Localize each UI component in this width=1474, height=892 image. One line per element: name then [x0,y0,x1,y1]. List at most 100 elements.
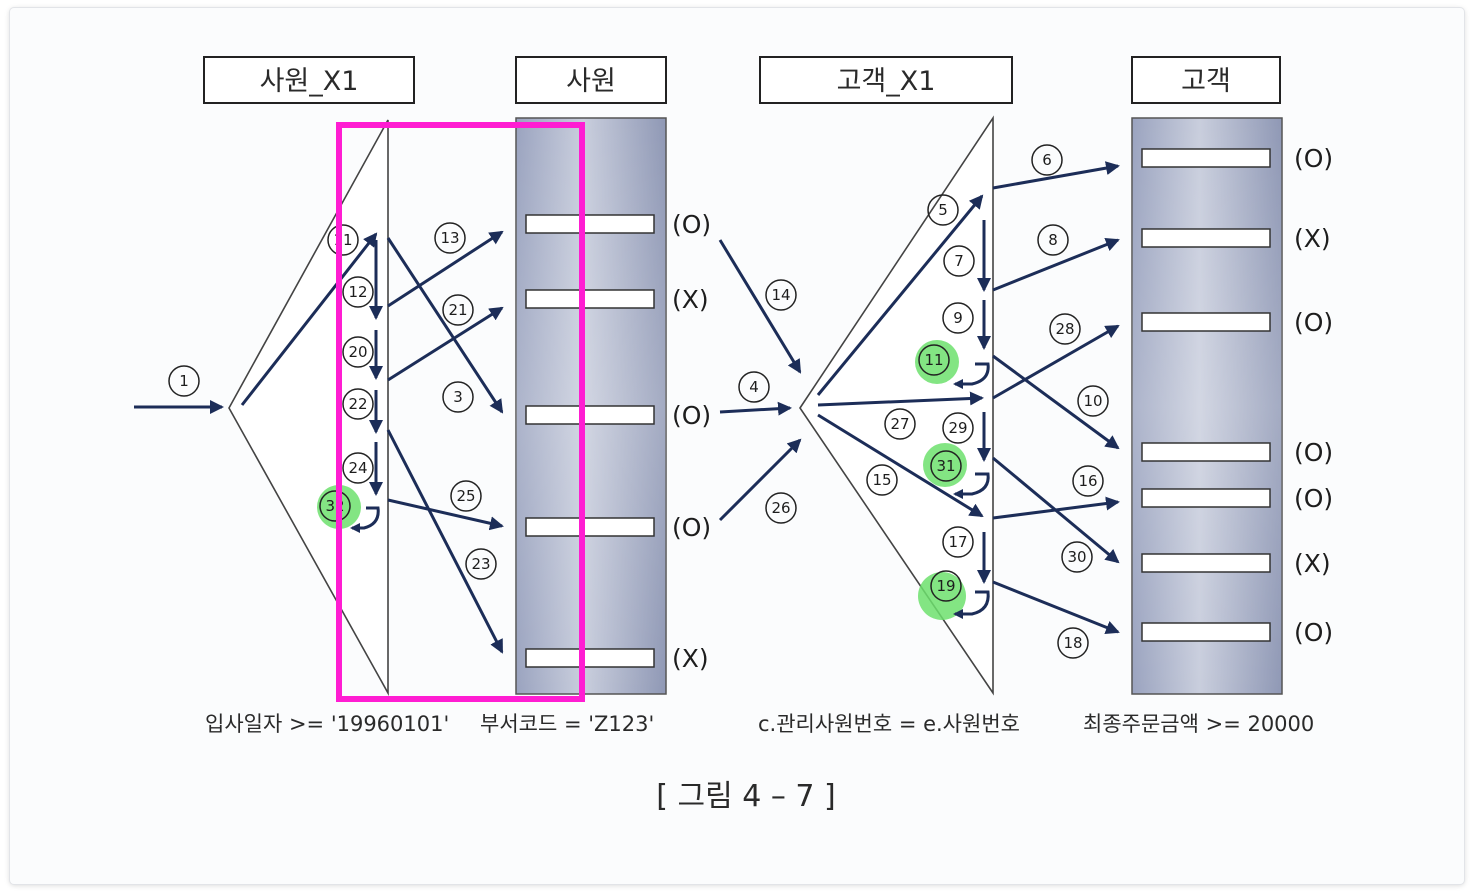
header-index-employee-label: 사원_X1 [260,66,359,97]
table-customer-row [1141,553,1271,573]
condition-customer-index: c.관리사원번호 = e.사원번호 [758,712,1020,736]
step-badge: 8 [1037,224,1069,256]
step-badge-label: 8 [1048,231,1058,249]
step-badge-circle [465,548,497,580]
table-customer [1131,117,1283,695]
step-badge-label: 3 [453,388,463,406]
step-badge-circle [918,344,950,376]
table-customer-row [1141,622,1271,642]
arrow-line [992,237,1120,292]
step-badge: 16 [1072,465,1104,497]
uturn-arrow [350,506,380,533]
step-badge-circle [1057,627,1089,659]
step-badge-circle [1061,541,1093,573]
table-employee-row [525,214,655,234]
step-badge-circle [319,490,351,522]
header-index-customer: 고객_X1 [759,56,1013,104]
arrow-line [719,401,792,416]
step-badge-label: 5 [938,201,948,219]
step-badge: 22 [342,388,374,420]
step-badge-label: 31 [936,457,955,475]
step-badge-label: 1 [179,372,189,390]
step-badge-circle [942,412,974,444]
step-badge-label: 22 [348,395,367,413]
step-badge-circle [434,222,466,254]
step-badge: 19 [930,570,962,602]
step-badge: 21 [442,294,474,326]
step-badge-label: 11 [924,351,943,369]
step-badge-circle [342,452,374,484]
table-customer-row-mark: (O) [1294,484,1333,513]
step-badge-circle [168,365,200,397]
arrow-layer [134,161,1120,654]
step-badge: 28 [1049,313,1081,345]
step-badge-label: 17 [948,533,967,551]
step-badge-circle [738,371,770,403]
index-triangle-employee [228,119,389,697]
step-badge: 3 [442,381,474,413]
step-badge-label: 20 [348,343,367,361]
step-badge: 7 [943,245,975,277]
step-badge-circle [342,276,374,308]
arrow-line [718,239,802,374]
step-badge-label: 28 [1055,320,1074,338]
step-badge-label: 9 [953,309,963,327]
header-table-employee-label: 사원 [566,66,616,97]
step-badge-circle [1077,385,1109,417]
step-badge-label: 21 [448,301,467,319]
step-badge-circle [927,194,959,226]
step-badge: 27 [884,408,916,440]
arrow-line [992,354,1120,450]
arrow-line [387,230,504,308]
arrow-line [386,237,504,414]
arrow-line [817,413,984,518]
table-employee [515,117,667,695]
step-badge: 31 [930,450,962,482]
table-employee-row-mark: (O) [672,513,711,542]
step-badge: 10 [1077,385,1109,417]
step-badge-label: 14 [771,286,790,304]
step-badge-label: 30 [1067,548,1086,566]
step-badge: 17 [942,526,974,558]
step-badge-circle [327,224,359,256]
step-badge-label: 18 [1063,634,1082,652]
step-badge-label: 24 [348,459,367,477]
condition-employee-index: 입사일자 >= '19960101' [205,712,449,736]
step-badge-circle [930,570,962,602]
table-customer-row-mark: (X) [1294,224,1331,253]
figure-caption: [ 그림 4 – 7 ] [656,779,835,814]
table-employee-row [525,648,655,668]
step-badge: 12 [342,276,374,308]
table-customer-row [1141,312,1271,332]
table-customer-row [1141,228,1271,248]
step-badge-label: 27 [890,415,909,433]
table-employee-row [525,405,655,425]
table-employee-row-mark: (O) [672,401,711,430]
condition-customer-table: 최종주문금액 >= 20000 [1083,712,1314,736]
table-customer-row [1141,488,1271,508]
table-customer-row-mark: (O) [1294,618,1333,647]
arrow-line [817,391,984,407]
step-badge: 13 [434,222,466,254]
arrow-line [992,324,1120,400]
step-badge: 5 [927,194,959,226]
step-badge: 30 [1061,541,1093,573]
step-badge-circle [866,464,898,496]
step-badge-label: 23 [471,555,490,573]
step-badge-label: 25 [456,487,475,505]
step-badge-circle [930,450,962,482]
step-badge: 29 [942,412,974,444]
step-badge-label: 26 [771,499,790,517]
step-badge-label: 15 [872,471,891,489]
header-table-customer-label: 고객 [1181,66,1231,97]
step-badge-circle [942,302,974,334]
highlight-selection-box [336,122,585,702]
arrow-line [718,438,802,522]
step-badge-label: 29 [948,419,967,437]
step-badge-label: 4 [749,378,759,396]
table-employee-row [525,517,655,537]
step-badge-circle [943,245,975,277]
step-badge: 11 [918,344,950,376]
